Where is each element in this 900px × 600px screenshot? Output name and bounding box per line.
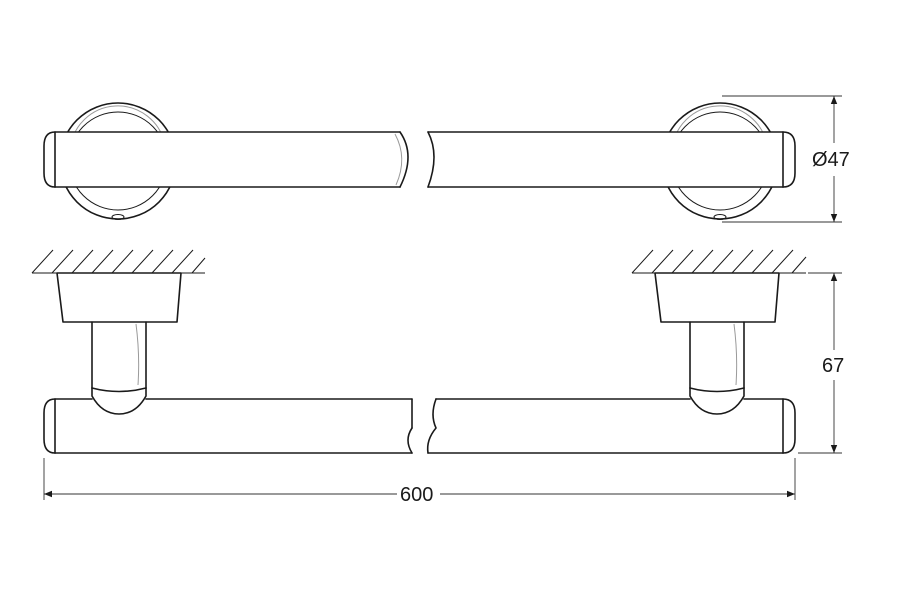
length-label: 600: [400, 484, 433, 506]
projection-dimension: 67: [798, 272, 844, 454]
right-wall-hatch: [631, 249, 807, 274]
diameter-dimension: Ø47: [722, 95, 850, 223]
projection-label: 67: [822, 355, 844, 377]
bar-right-segment-top: [427, 131, 784, 188]
diameter-label: Ø47: [812, 149, 850, 171]
length-dimension: 600: [43, 458, 796, 506]
right-bracket-side: [654, 272, 780, 415]
bar-right-segment-side: [426, 398, 796, 454]
top-view: Ø47: [43, 95, 850, 223]
bar-left-end-cap-top: [43, 131, 56, 188]
left-bracket-side: [56, 272, 182, 415]
left-wall-hatch: [31, 249, 206, 274]
bar-left-segment-top: [54, 131, 409, 188]
bar-right-end-cap-top: [782, 131, 796, 188]
side-view: 67 600: [31, 249, 844, 506]
bar-left-segment-side: [43, 398, 413, 454]
